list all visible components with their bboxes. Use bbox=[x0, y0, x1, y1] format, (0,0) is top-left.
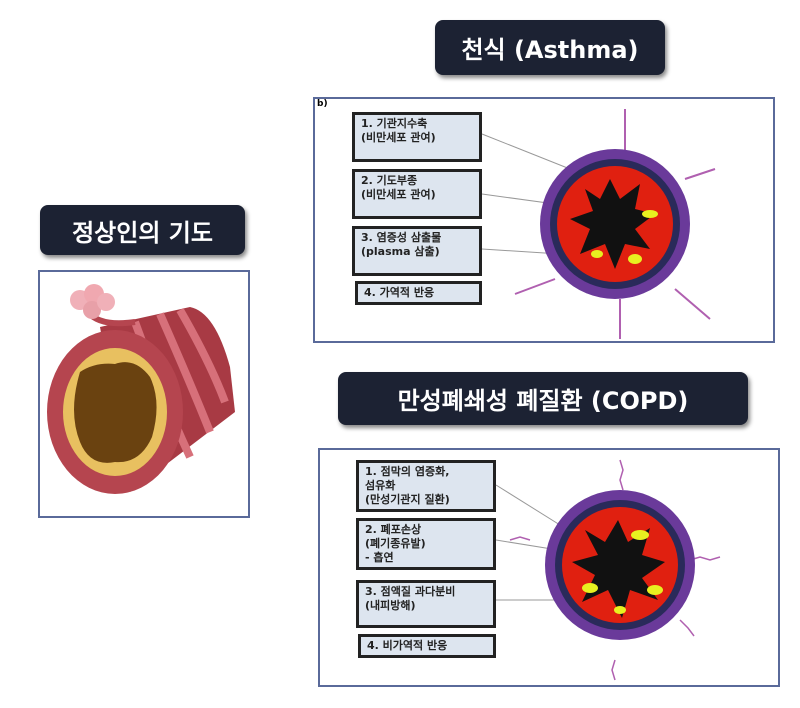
asthma-cross-section bbox=[481, 109, 716, 339]
asthma-item-4: 4. 가역적 반응 bbox=[355, 281, 482, 305]
asthma-item-1: 1. 기관지수축 (비만세포 관여) bbox=[352, 112, 482, 162]
panel-tag: b) bbox=[317, 99, 328, 109]
copd-item-1: 1. 점막의 염증화, 섬유화 (만성기관지 질환) bbox=[356, 460, 496, 512]
copd-panel: 1. 점막의 염증화, 섬유화 (만성기관지 질환) 2. 폐포손상 (폐기종유… bbox=[318, 448, 780, 687]
copd-item-4: 4. 비가역적 반응 bbox=[358, 634, 496, 658]
copd-title: 만성폐쇄성 폐질환 (COPD) bbox=[338, 372, 748, 425]
normal-airway-image bbox=[38, 270, 250, 518]
airway-tube-illustration bbox=[47, 284, 235, 494]
normal-airway-title: 정상인의 기도 bbox=[40, 205, 245, 255]
copd-item-3: 3. 점액질 과다분비 (내피방해) bbox=[356, 580, 496, 628]
asthma-title: 천식 (Asthma) bbox=[435, 20, 665, 75]
copd-item-2: 2. 폐포손상 (폐기종유발) - 흡연 bbox=[356, 518, 496, 570]
copd-cross-section bbox=[495, 459, 721, 681]
asthma-panel: b) 1. 기관지수축 (비만세포 관여) 2. 기도부종 (비만세포 관여) … bbox=[313, 97, 775, 343]
asthma-item-3: 3. 염증성 삼출물 (plasma 삼출) bbox=[352, 226, 482, 276]
asthma-item-2: 2. 기도부종 (비만세포 관여) bbox=[352, 169, 482, 219]
